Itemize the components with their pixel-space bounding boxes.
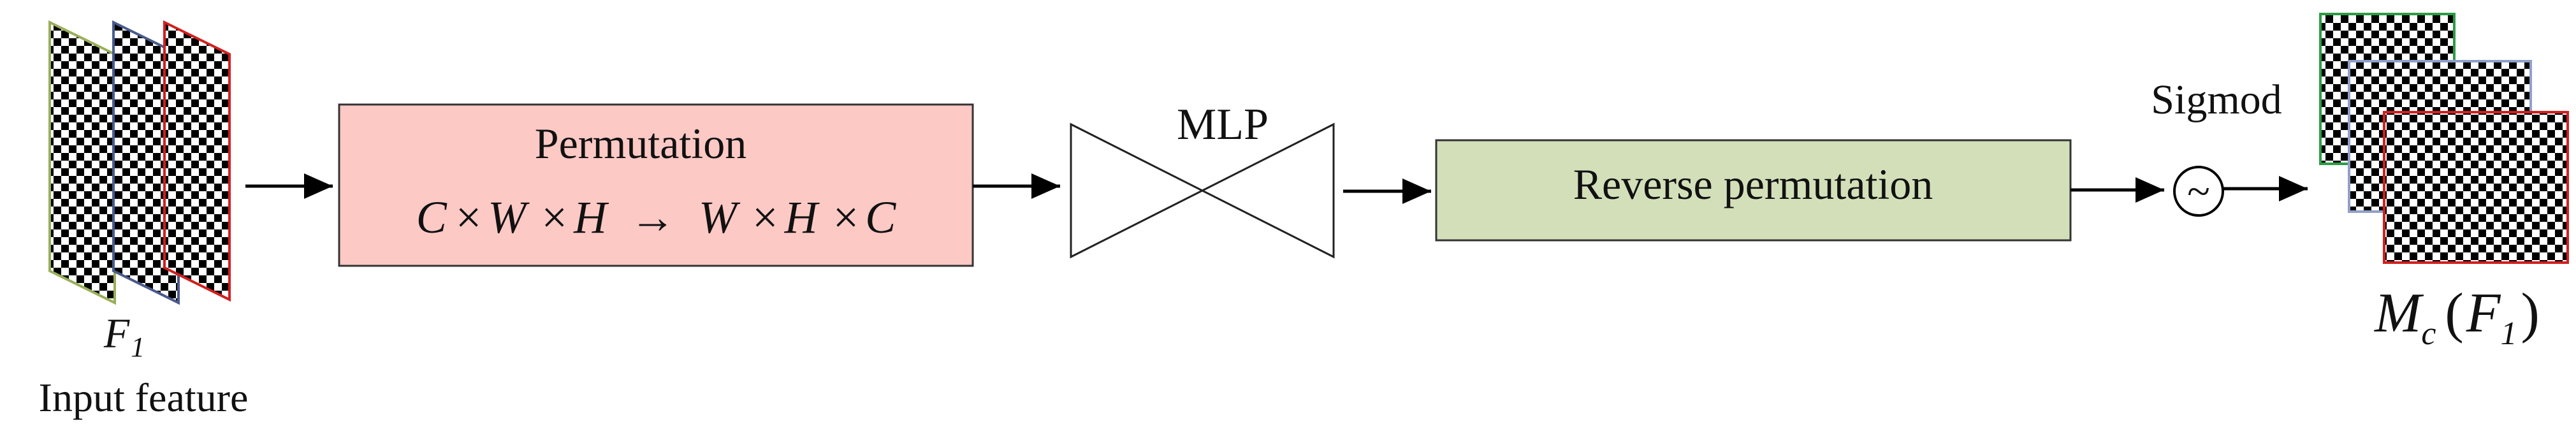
sigmoid-circle <box>2173 166 2224 217</box>
sigmoid-symbol: ~ <box>2187 168 2210 215</box>
input-feature-symbol: F1 <box>103 310 145 363</box>
reverse-permutation-box <box>1435 139 2072 242</box>
output-map-stack <box>2319 13 2569 264</box>
output-map-front <box>2383 111 2569 264</box>
permutation-formula: C×W×H→W×H×C <box>416 192 896 243</box>
mlp-block: MLP <box>1070 100 1335 259</box>
input-slice-middle <box>112 20 180 305</box>
output-symbol: Mc(F1) <box>2373 282 2540 352</box>
mlp-label: MLP <box>1177 100 1269 149</box>
input-slice-front <box>163 20 231 302</box>
reverse-permutation-label: Reverse permutation <box>1573 160 1933 208</box>
input-feature-caption: Input feature <box>39 375 249 420</box>
input-feature-stack <box>48 20 231 305</box>
sigmoid-label: Sigmod <box>2151 76 2281 123</box>
permutation-title: Permutation <box>535 119 746 168</box>
permutation-box <box>338 103 974 267</box>
permutation-block: Permutation C×W×H→W×H×C <box>338 103 974 267</box>
sigmoid-block: Sigmod ~ <box>2151 76 2282 217</box>
reverse-permutation-block: Reverse permutation <box>1435 139 2072 242</box>
mlp-bowtie-shape <box>1070 122 1335 259</box>
input-slice-back <box>48 20 116 305</box>
